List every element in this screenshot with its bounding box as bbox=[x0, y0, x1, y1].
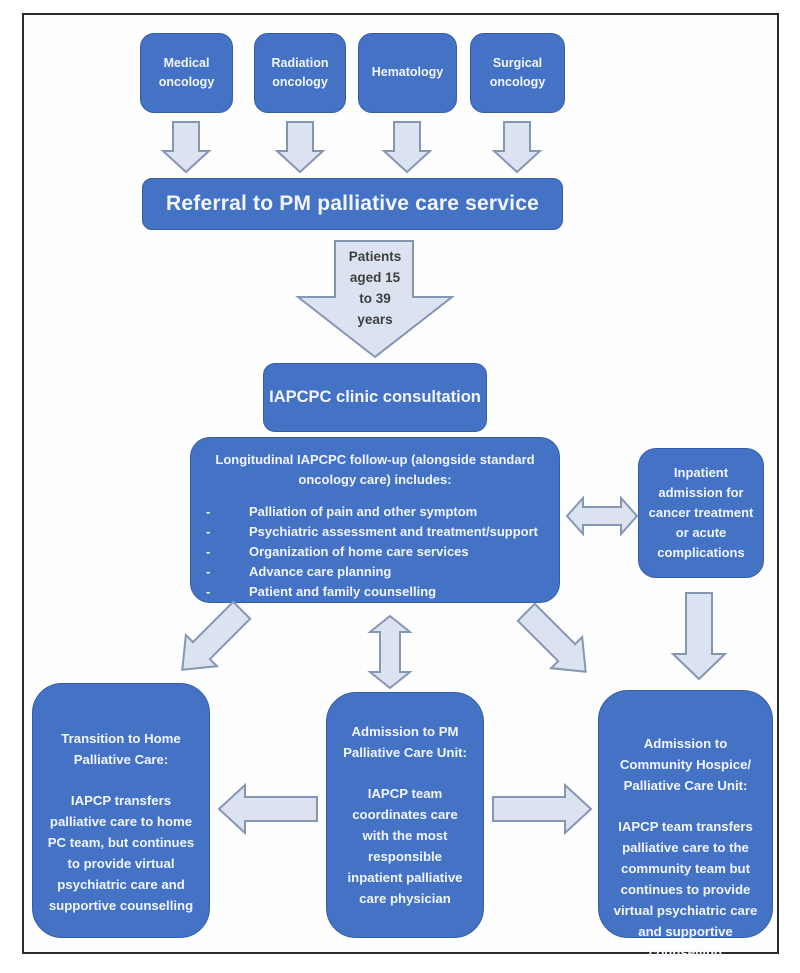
bullet-text: Psychiatric assessment and treatment/sup… bbox=[249, 524, 538, 540]
bullet-gap bbox=[222, 502, 249, 522]
diagonal-down-left-arrow-icon bbox=[181, 600, 252, 671]
bullet-dash: - bbox=[206, 584, 211, 600]
age-line: Patients bbox=[348, 249, 402, 264]
down-arrow-icon bbox=[381, 121, 433, 174]
outcome-title: Transition to Home Palliative Care: bbox=[61, 731, 181, 767]
age-line: years bbox=[357, 312, 393, 327]
node-surgical-oncology: Surgical oncology bbox=[470, 33, 565, 113]
bullet-gap bbox=[222, 542, 249, 562]
bullet-dash: - bbox=[206, 524, 211, 540]
followup-bullet: - Advance care planning bbox=[206, 562, 539, 582]
left-arrow-icon bbox=[217, 782, 318, 836]
down-arrow-icon bbox=[491, 121, 543, 174]
node-hematology: Hematology bbox=[358, 33, 457, 113]
node-referral: Referral to PM palliative care service bbox=[142, 178, 563, 230]
followup-title: Longitudinal IAPCPC follow-up (alongside… bbox=[215, 452, 535, 488]
double-arrow-horizontal-icon bbox=[565, 495, 639, 537]
node-community-hospice: Admission to Community Hospice/ Palliati… bbox=[598, 690, 773, 960]
double-arrow-vertical-icon bbox=[367, 614, 413, 690]
bullet-gap bbox=[222, 562, 249, 582]
bullet-dash: - bbox=[206, 504, 211, 520]
age-line: to 39 bbox=[359, 291, 391, 306]
bullet-text: Advance care planning bbox=[249, 564, 392, 580]
bullet-text: Organization of home care services bbox=[249, 544, 469, 560]
outcome-title: Admission to Community Hospice/ Palliati… bbox=[619, 736, 752, 793]
bullet-dash: - bbox=[206, 564, 211, 580]
followup-bullet: - Patient and family counselling bbox=[206, 582, 539, 602]
followup-bullet: - Organization of home care services bbox=[206, 542, 539, 562]
bullet-dash: - bbox=[206, 544, 211, 560]
followup-bullet: - Psychiatric assessment and treatment/s… bbox=[206, 522, 539, 542]
down-arrow-icon bbox=[670, 592, 728, 681]
followup-bullet-list: - Palliation of pain and other symptom -… bbox=[206, 502, 539, 602]
diagonal-down-right-arrow-icon bbox=[516, 602, 587, 673]
bullet-text: Patient and family counselling bbox=[249, 584, 437, 600]
down-arrow-icon bbox=[160, 121, 212, 174]
node-longitudinal-followup: Longitudinal IAPCPC follow-up (alongside… bbox=[190, 437, 560, 603]
followup-bullet: - Palliation of pain and other symptom bbox=[206, 502, 539, 522]
node-clinic-consultation: IAPCPC clinic consultation bbox=[263, 363, 487, 432]
age-line: aged 15 bbox=[349, 270, 401, 285]
right-arrow-icon bbox=[492, 782, 593, 836]
node-radiation-oncology: Radiation oncology bbox=[254, 33, 346, 113]
bullet-text: Palliation of pain and other symptom bbox=[249, 504, 478, 520]
outcome-body: IAPCP team coordinates care with the mos… bbox=[347, 786, 463, 906]
bullet-gap bbox=[222, 522, 249, 542]
down-arrow-icon bbox=[274, 121, 326, 174]
outcome-body: IAPCP team transfers palliative care to … bbox=[613, 819, 758, 960]
age-filter-label: Patients aged 15 to 39 years bbox=[335, 246, 415, 330]
node-medical-oncology: Medical oncology bbox=[140, 33, 233, 113]
node-inpatient-admission: Inpatient admission for cancer treatment… bbox=[638, 448, 764, 578]
outcome-title: Admission to PM Palliative Care Unit: bbox=[343, 724, 467, 760]
node-pm-palliative-care-unit: Admission to PM Palliative Care Unit: IA… bbox=[326, 692, 484, 938]
node-home-palliative-care: Transition to Home Palliative Care: IAPC… bbox=[32, 683, 210, 938]
outcome-body: IAPCP transfers palliative care to home … bbox=[47, 793, 195, 913]
age-filter-arrow-icon bbox=[295, 240, 455, 359]
